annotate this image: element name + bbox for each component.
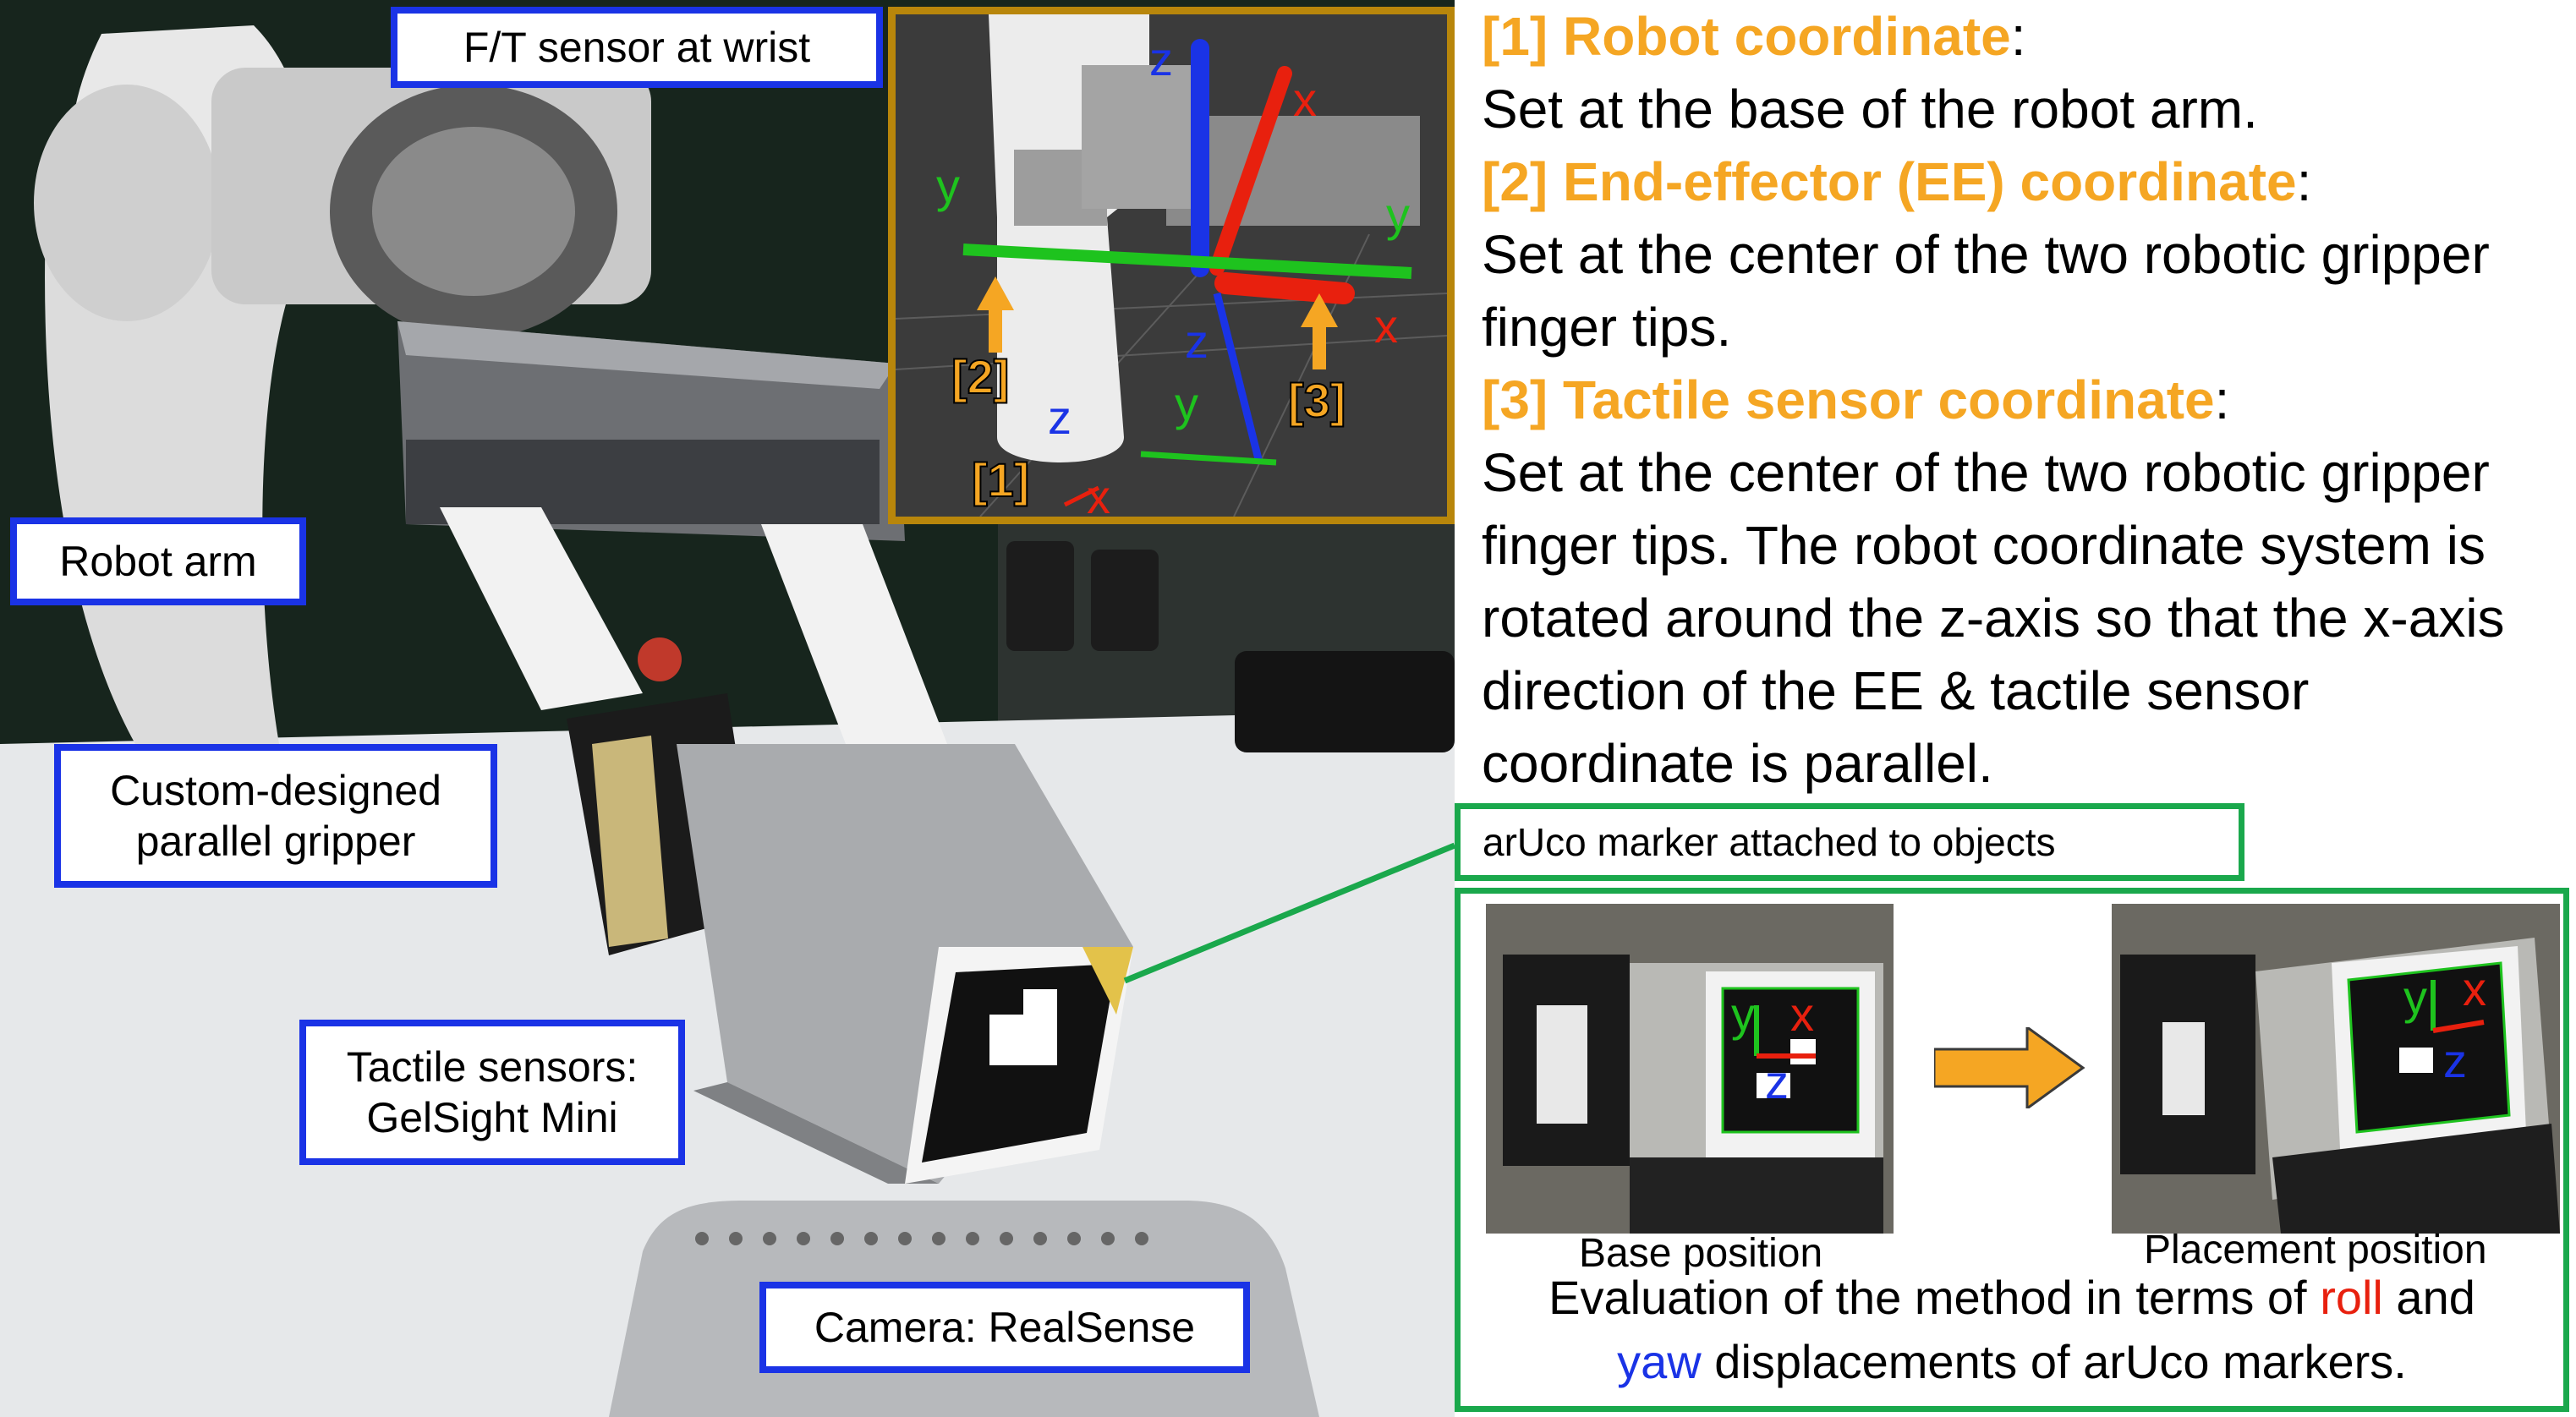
placement-marker-illustration: y x z [2112,904,2560,1234]
svg-text:x: x [1790,988,1814,1041]
axis-x-base: x [1087,470,1110,517]
coordinate-frames-diagram: z x y y x z z y x [2] [3] [1] [896,14,1447,517]
coord-2-desc: Set at the center of the two robotic gri… [1482,224,2490,358]
robot-photo: F/T sensor at wrist Robot arm Custom-des… [0,0,1455,1417]
gripper-label: Custom-designed parallel gripper [54,744,497,888]
axis-y-base: y [1175,377,1198,430]
axis-y-left: y [936,159,960,212]
eval-and: and [2382,1271,2475,1324]
placement-position-image: y x z [2112,904,2560,1234]
svg-text:z: z [1765,1055,1789,1108]
axis-z-top: z [1149,32,1173,85]
evaluation-text: Evaluation of the method in terms of rol… [1461,1266,2563,1394]
base-position-caption: Base position [1579,1231,1823,1276]
coordinate-frames-inset: z x y y x z z y x [2] [3] [1] [888,7,1455,524]
coord-1-heading: [1] Robot coordinate [1482,6,2011,67]
axis-z-mid: z [1185,315,1209,368]
coord-3: [3] Tactile sensor coordinate: Set at th… [1482,369,2505,794]
coord-3-desc: Set at the center of the two robotic gri… [1482,442,2505,794]
transition-arrow-icon [1934,1027,2085,1108]
aruco-evaluation-panel: y x z y x z Base position Placement posi… [1455,888,2569,1412]
eval-yaw: yaw [1617,1335,1702,1388]
gripper-text-line2: parallel gripper [135,818,416,865]
tag-3: [3] [1288,374,1346,427]
coord-2: [2] End-effector (EE) coordinate: Set at… [1482,151,2490,358]
coord-1-desc: Set at the base of the robot arm. [1482,79,2258,140]
eval-suffix: displacements of arUco markers. [1701,1335,2407,1388]
camera-label: Camera: RealSense [759,1282,1250,1373]
eval-prefix: Evaluation of the method in terms of [1548,1271,2321,1324]
camera-text: Camera: RealSense [814,1304,1196,1351]
tag-2: [2] [951,350,1009,403]
svg-text:x: x [2463,962,2486,1015]
svg-text:z: z [2443,1034,2467,1087]
axis-z-base: z [1048,391,1072,444]
base-marker-illustration: y x z [1486,904,1894,1234]
gripper-text-line1: Custom-designed [110,767,441,814]
tactile-text-line1: Tactile sensors: [346,1043,639,1091]
coord-2-heading: [2] End-effector (EE) coordinate [1482,151,2297,212]
axis-x-top: x [1293,73,1317,126]
ft-sensor-text: F/T sensor at wrist [463,24,811,71]
robot-arm-label: Robot arm [10,517,306,605]
eval-roll: roll [2320,1271,2383,1324]
coord-3-heading: [3] Tactile sensor coordinate [1482,369,2215,430]
tag-1: [1] [972,453,1029,506]
coord-1: [1] Robot coordinate: Set at the base of… [1482,6,2258,140]
base-position-image: y x z [1486,904,1894,1234]
svg-text:y: y [2403,971,2427,1024]
tactile-text-line2: GelSight Mini [366,1094,618,1141]
aruco-label-text: arUco marker attached to objects [1483,820,2056,864]
aruco-label: arUco marker attached to objects [1455,803,2244,881]
placement-position-caption: Placement position [2144,1228,2487,1272]
ft-sensor-label: F/T sensor at wrist [391,7,883,88]
robot-arm-text: Robot arm [59,538,257,585]
svg-text:y: y [1731,988,1755,1041]
axis-y-right: y [1386,188,1410,241]
coordinate-descriptions: [1] Robot coordinate: Set at the base of… [1482,0,2576,812]
tactile-sensor-label: Tactile sensors: GelSight Mini [299,1020,685,1165]
axis-x-right: x [1374,299,1398,353]
